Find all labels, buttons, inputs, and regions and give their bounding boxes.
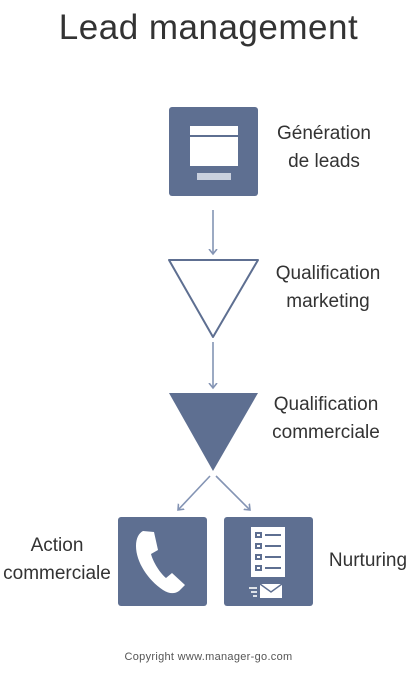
qualification-marketing-triangle xyxy=(168,259,259,338)
qualification-marketing-label: Qualification marketing xyxy=(264,260,392,316)
nurturing-label: Nurturing xyxy=(323,547,413,575)
qualification-marketing-label-line2: marketing xyxy=(286,291,370,312)
qualification-marketing-label-line1: Qualification xyxy=(275,263,381,284)
qualification-commerciale-label-line1: Qualification xyxy=(273,394,379,415)
action-commerciale-label: Action commerciale xyxy=(2,532,112,588)
action-commerciale-box xyxy=(118,517,207,606)
generation-label-line1: Génération xyxy=(276,123,371,144)
qualification-commerciale-label-line2: commerciale xyxy=(272,422,380,443)
generation-box xyxy=(169,107,258,196)
connector-arrow-left xyxy=(178,475,211,510)
phone-icon xyxy=(136,531,185,594)
connector-arrow-right xyxy=(215,475,250,510)
action-commerciale-label-line1: Action xyxy=(30,535,84,556)
generation-label-line2: de leads xyxy=(288,151,360,172)
qualification-commerciale-label: Qualification commerciale xyxy=(258,391,394,447)
nurturing-box xyxy=(224,517,313,606)
nurturing-label-line1: Nurturing xyxy=(328,550,408,571)
browser-window-icon xyxy=(190,126,238,180)
action-commerciale-label-line2: commerciale xyxy=(3,563,111,584)
qualification-commerciale-triangle xyxy=(169,393,258,471)
copyright-notice: Copyright www.manager-go.com xyxy=(124,651,293,663)
generation-label: Génération de leads xyxy=(270,120,378,176)
page-title: Lead management xyxy=(58,8,359,47)
checklist-email-icon xyxy=(249,527,285,598)
